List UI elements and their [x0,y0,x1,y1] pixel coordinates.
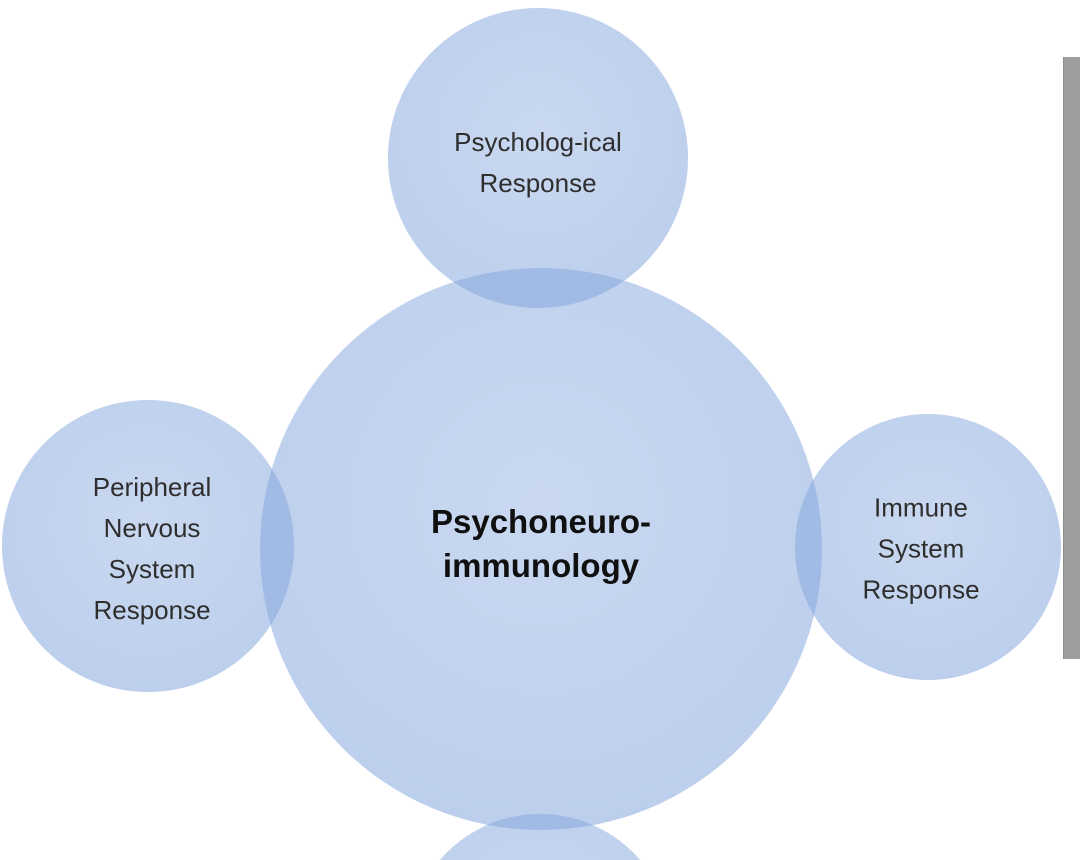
label-line: Response [862,574,980,605]
psychological-response-label: Psycholog-ical Response [454,122,622,204]
psychoneuroimmunology-circle [260,268,822,830]
label-line: immunology [442,547,640,584]
label-line: Peripheral [92,472,212,502]
label-line: System [108,554,196,584]
label-line: Response [479,168,597,198]
label-line: Nervous [103,513,201,543]
label-line: Psychoneuro- [430,503,652,540]
bottom-partial-circle [408,814,672,860]
label-line: System [877,533,965,564]
immune-system-response-label: Immune System Response [862,488,979,611]
label-line: Psycholog-ical [454,127,622,157]
peripheral-nervous-system-response-label: Peripheral Nervous System Response [93,467,212,631]
label-line: Immune [874,492,968,523]
immune-system-response-circle [795,414,1061,680]
label-line: Response [93,595,211,625]
peripheral-nervous-system-response-circle [2,400,294,692]
scrollbar-thumb[interactable] [1063,57,1080,659]
psychological-response-circle [388,8,688,308]
psychoneuroimmunology-label: Psychoneuro- immunology [431,500,651,588]
